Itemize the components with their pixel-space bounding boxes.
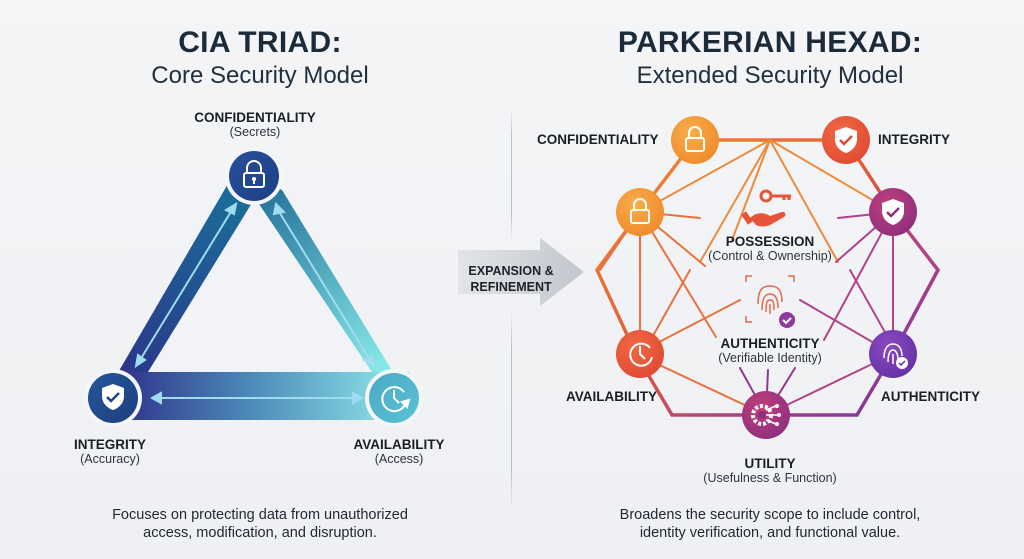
hexad-node-confidentiality [671, 116, 719, 164]
transition-line2: REFINEMENT [470, 280, 552, 294]
cia-description: Focuses on protecting data from unauthor… [50, 506, 470, 542]
integrity-label: INTEGRITY [73, 437, 146, 452]
cia-node-integrity [84, 369, 142, 427]
availability-sublabel: (Access) [374, 452, 424, 466]
shield-check-icon [882, 199, 904, 225]
cia-description-line1: Focuses on protecting data from unauthor… [112, 507, 408, 523]
cia-description-line2: access, modification, and disruption. [143, 525, 377, 541]
transition-label: EXPANSION & REFINEMENT [456, 263, 566, 295]
lock-icon [243, 160, 265, 188]
hexad-center-possession: POSSESSION (Control & Ownership) [690, 234, 850, 263]
clock-refresh-icon [381, 386, 411, 413]
hexad-description-line2: identity verification, and functional va… [639, 525, 901, 541]
shield-check-icon [102, 384, 124, 410]
hexad-node-availability [616, 330, 664, 378]
hexad-node-authenticity [869, 330, 917, 378]
utility-sublabel: (Usefulness & Function) [703, 471, 837, 485]
key-hand-icon [741, 189, 791, 227]
cia-arrows [134, 201, 376, 405]
hexad-center-authenticity: AUTHENTICITY (Verifiable Identity) [690, 336, 850, 365]
utility-label: UTILITY [744, 456, 796, 471]
cia-node-availability [365, 369, 423, 427]
cia-title: CIA TRIAD: [178, 26, 342, 59]
divider-bottom [511, 310, 512, 510]
hexad-description: Broadens the security scope to include c… [560, 506, 980, 542]
hexad-node-possession-left [616, 188, 664, 236]
cia-label-integrity: INTEGRITY (Accuracy) [60, 437, 160, 466]
cia-label-availability: AVAILABILITY (Access) [344, 437, 454, 466]
availability-label: AVAILABILITY [353, 437, 445, 452]
hexad-node-integrity [822, 116, 870, 164]
cia-node-confidentiality [225, 147, 283, 205]
hexad-node-integrity-right [869, 188, 917, 236]
hexad-description-line1: Broadens the security scope to include c… [619, 507, 921, 523]
hexad-label-authenticity: AUTHENTICITY [881, 389, 980, 404]
possession-sublabel: (Control & Ownership) [708, 249, 832, 263]
cia-label-confidentiality: CONFIDENTIALITY (Secrets) [180, 110, 330, 139]
hexad-label-confidentiality: CONFIDENTIALITY [537, 132, 659, 147]
hexad-title: PARKERIAN HEXAD: [617, 26, 923, 59]
hexad-label-availability: AVAILABILITY [566, 389, 657, 404]
transition-line1: EXPANSION & [468, 264, 554, 278]
hexad-subtitle: Extended Security Model [636, 62, 904, 89]
authenticity-center-label: AUTHENTICITY [720, 336, 820, 351]
clock-refresh-icon [629, 342, 653, 367]
expansion-arrow-shape [458, 238, 584, 306]
hexad-node-utility [742, 391, 790, 439]
hexad-label-integrity: INTEGRITY [878, 132, 951, 147]
lock-icon [630, 198, 650, 224]
authenticity-center-sublabel: (Verifiable Identity) [718, 351, 822, 365]
lock-icon [685, 126, 705, 152]
triangle-side-bottom [110, 372, 410, 420]
integrity-sublabel: (Accuracy) [80, 452, 140, 466]
cia-subtitle: Core Security Model [151, 62, 369, 89]
confidentiality-label: CONFIDENTIALITY [194, 110, 316, 125]
fingerprint-check-icon [745, 275, 795, 328]
possession-label: POSSESSION [725, 234, 815, 249]
divider-top [511, 110, 512, 240]
hexad-label-utility: UTILITY (Usefulness & Function) [690, 456, 850, 485]
gear-circuit-icon [751, 404, 781, 426]
shield-check-icon [835, 127, 857, 153]
fingerprint-icon [883, 343, 903, 364]
confidentiality-sublabel: (Secrets) [229, 125, 281, 139]
